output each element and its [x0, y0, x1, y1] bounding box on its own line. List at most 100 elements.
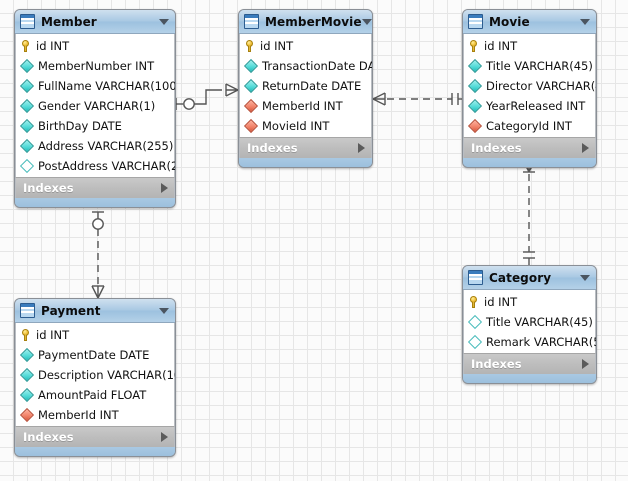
column-diamond-icon: [243, 58, 259, 74]
column-diamond-icon: [19, 367, 35, 383]
indexes-section-movie[interactable]: Indexes: [463, 137, 596, 158]
column-label: id INT: [260, 39, 294, 53]
primary-key-icon: [245, 40, 256, 52]
column-label: FullName VARCHAR(100): [38, 79, 176, 93]
foreign-key-diamond-icon: [467, 118, 483, 134]
column-row[interactable]: Title VARCHAR(45): [464, 56, 595, 76]
column-row[interactable]: MovieId INT: [240, 116, 371, 136]
column-label: Title VARCHAR(45): [486, 315, 593, 329]
chevron-down-icon[interactable]: [580, 18, 590, 25]
column-row[interactable]: id INT: [240, 36, 371, 56]
column-label: MovieId INT: [262, 119, 330, 133]
table-member[interactable]: Member id INT MemberNumber INT FullName …: [14, 9, 176, 208]
table-movie[interactable]: Movie id INT Title VARCHAR(45) Director …: [462, 9, 597, 168]
column-row[interactable]: Director VARCHAR(45): [464, 76, 596, 96]
foreign-key-diamond-icon: [243, 98, 259, 114]
column-row[interactable]: Gender VARCHAR(1): [16, 96, 174, 116]
column-row[interactable]: PaymentDate DATE: [16, 345, 174, 365]
table-header-category[interactable]: Category: [463, 266, 596, 290]
column-row[interactable]: YearReleased INT: [464, 96, 595, 116]
column-label: PaymentDate DATE: [38, 348, 150, 362]
column-label: Director VARCHAR(45): [486, 79, 596, 93]
table-header-membermovie[interactable]: MemberMovie: [239, 10, 372, 34]
chevron-right-icon[interactable]: [582, 143, 589, 153]
indexes-label: Indexes: [23, 181, 74, 195]
column-row[interactable]: Address VARCHAR(255): [16, 136, 174, 156]
primary-key-icon: [469, 296, 480, 308]
column-label: id INT: [484, 295, 518, 309]
table-title: Movie: [489, 14, 530, 29]
column-diamond-icon: [19, 347, 35, 363]
column-diamond-icon: [467, 78, 483, 94]
column-row[interactable]: MemberNumber INT: [16, 56, 174, 76]
chevron-right-icon[interactable]: [161, 183, 168, 193]
column-diamond-icon: [19, 98, 35, 114]
column-label: YearReleased INT: [486, 99, 586, 113]
table-icon: [20, 14, 35, 29]
indexes-section-membermovie[interactable]: Indexes: [239, 137, 372, 158]
column-label: MemberNumber INT: [38, 59, 155, 73]
table-payment[interactable]: Payment id INT PaymentDate DATE Descript…: [14, 298, 176, 457]
chevron-down-icon[interactable]: [361, 18, 372, 25]
chevron-down-icon[interactable]: [159, 18, 169, 25]
column-row[interactable]: id INT: [464, 292, 595, 312]
column-diamond-icon: [19, 78, 35, 94]
column-list-payment: id INT PaymentDate DATE Description VARC…: [15, 323, 175, 426]
column-diamond-icon: [19, 387, 35, 403]
column-row[interactable]: PostAddress VARCHAR(255): [16, 156, 175, 176]
column-diamond-nullable-icon: [467, 314, 483, 330]
column-diamond-nullable-icon: [467, 334, 483, 350]
table-category[interactable]: Category id INT Title VARCHAR(45) Remark…: [462, 265, 597, 384]
column-label: id INT: [36, 39, 70, 53]
indexes-section-member[interactable]: Indexes: [15, 177, 175, 198]
column-label: Title VARCHAR(45): [486, 59, 593, 73]
primary-key-icon: [21, 40, 32, 52]
indexes-section-category[interactable]: Indexes: [463, 353, 596, 374]
column-diamond-icon: [19, 138, 35, 154]
table-header-movie[interactable]: Movie: [463, 10, 596, 34]
indexes-section-payment[interactable]: Indexes: [15, 426, 175, 447]
table-title: Category: [489, 270, 552, 285]
chevron-right-icon[interactable]: [161, 432, 168, 442]
chevron-down-icon[interactable]: [580, 274, 590, 281]
foreign-key-diamond-icon: [19, 407, 35, 423]
column-row[interactable]: FullName VARCHAR(100): [16, 76, 176, 96]
column-row[interactable]: ReturnDate DATE: [240, 76, 371, 96]
table-icon: [468, 14, 483, 29]
column-list-movie: id INT Title VARCHAR(45) Director VARCHA…: [463, 34, 596, 137]
indexes-label: Indexes: [471, 357, 522, 371]
table-footer: [15, 198, 175, 207]
table-header-member[interactable]: Member: [15, 10, 175, 34]
column-row[interactable]: BirthDay DATE: [16, 116, 174, 136]
column-row[interactable]: AmountPaid FLOAT: [16, 385, 174, 405]
chevron-right-icon[interactable]: [582, 359, 589, 369]
column-list-membermovie: id INT TransactionDate DATE ReturnDate D…: [239, 34, 372, 137]
column-row[interactable]: id INT: [16, 325, 174, 345]
column-row[interactable]: id INT: [464, 36, 595, 56]
chevron-down-icon[interactable]: [159, 307, 169, 314]
table-membermovie[interactable]: MemberMovie id INT TransactionDate DATE …: [238, 9, 373, 168]
column-row[interactable]: TransactionDate DATE: [240, 56, 372, 76]
relationship-member-payment: [91, 211, 105, 299]
column-diamond-icon: [243, 78, 259, 94]
column-list-category: id INT Title VARCHAR(45) Remark VARCHAR(…: [463, 290, 596, 353]
table-icon: [468, 270, 483, 285]
column-row[interactable]: Description VARCHAR(100): [16, 365, 175, 385]
column-row[interactable]: id INT: [16, 36, 174, 56]
column-label: CategoryId INT: [486, 119, 572, 133]
table-footer: [463, 374, 596, 383]
table-title: MemberMovie: [265, 14, 362, 29]
column-row[interactable]: Title VARCHAR(45): [464, 312, 595, 332]
column-row[interactable]: Remark VARCHAR(500): [464, 332, 596, 352]
chevron-right-icon[interactable]: [358, 143, 365, 153]
column-label: PostAddress VARCHAR(255): [38, 159, 175, 173]
table-header-payment[interactable]: Payment: [15, 299, 175, 323]
primary-key-icon: [469, 40, 480, 52]
primary-key-icon: [21, 329, 32, 341]
column-row[interactable]: CategoryId INT: [464, 116, 595, 136]
relationship-membermovie-movie: [372, 92, 462, 106]
column-row[interactable]: MemberId INT: [16, 405, 174, 425]
indexes-label: Indexes: [471, 141, 522, 155]
column-row[interactable]: MemberId INT: [240, 96, 371, 116]
